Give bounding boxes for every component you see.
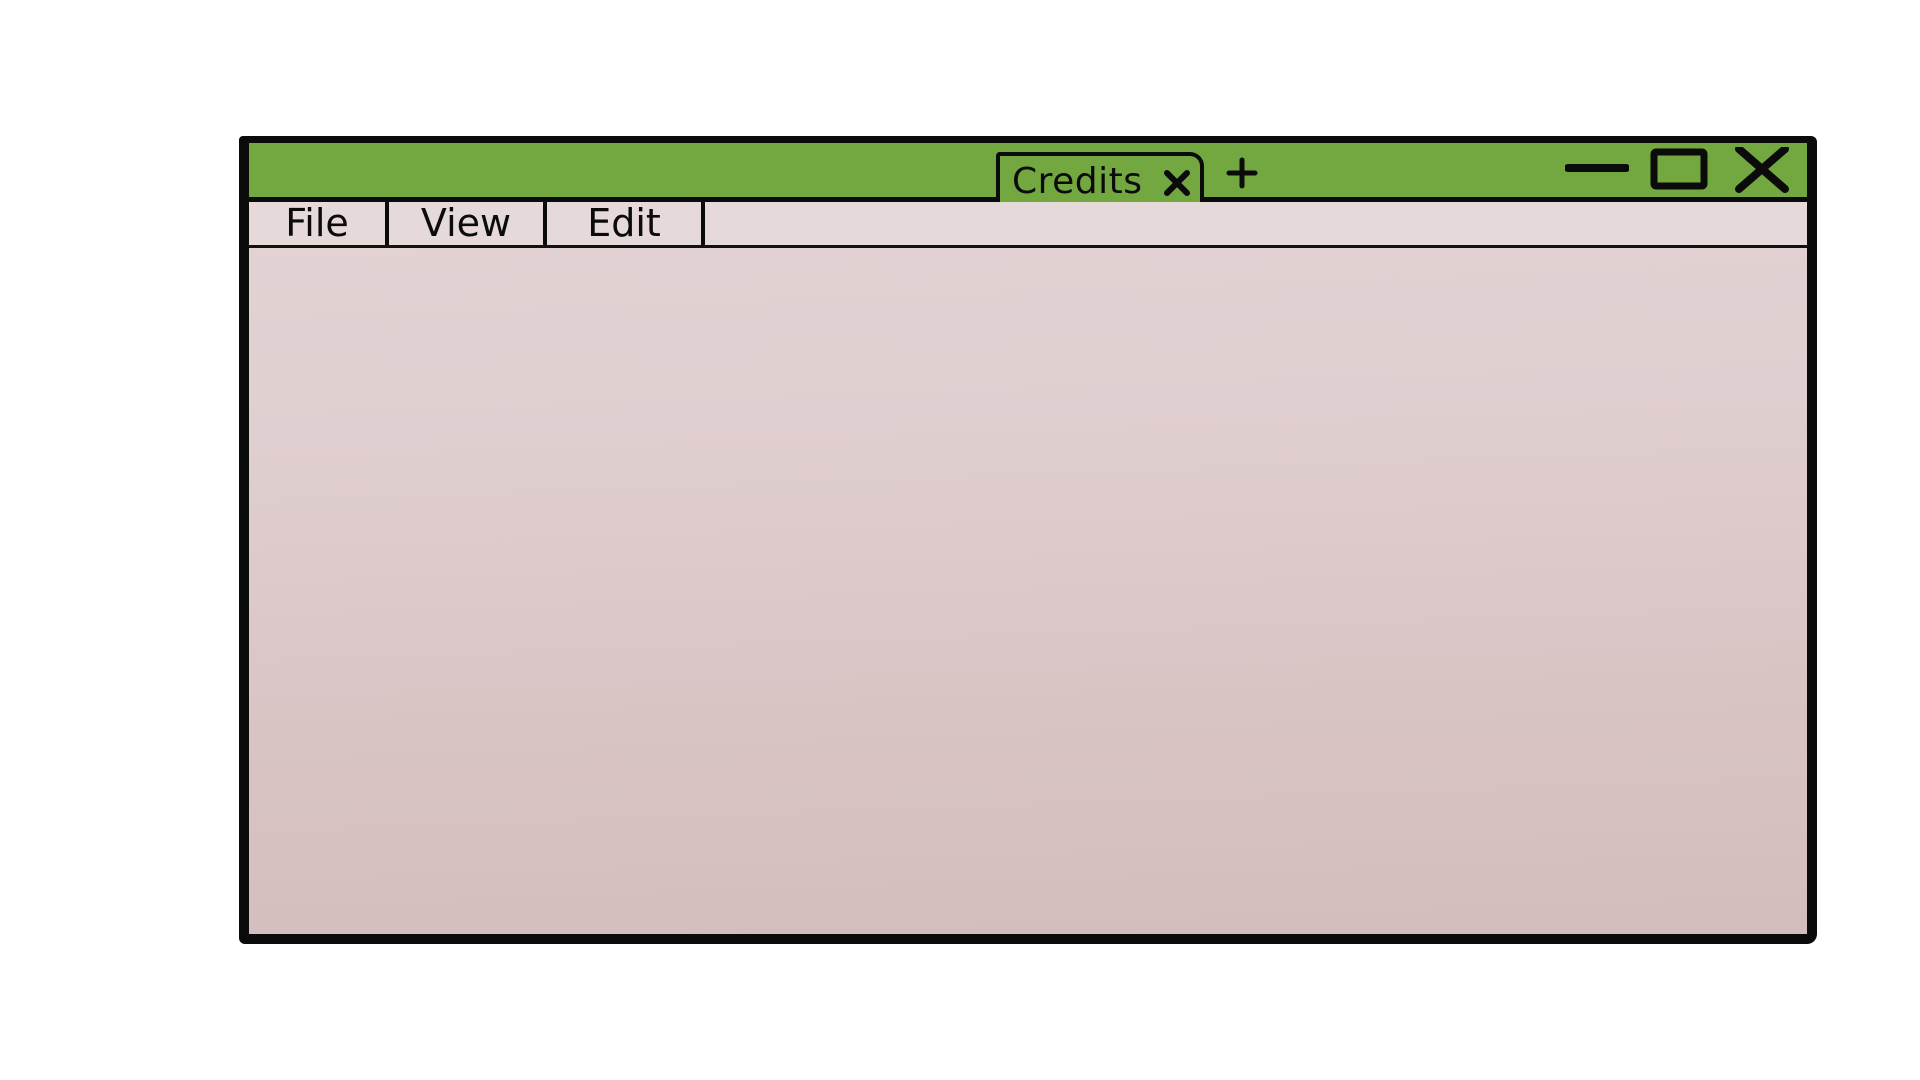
plus-icon[interactable] bbox=[1225, 156, 1259, 190]
tab-credits[interactable]: Credits bbox=[996, 152, 1204, 202]
tab-label: Credits bbox=[1012, 161, 1143, 202]
menu-item-view[interactable]: View bbox=[389, 202, 547, 245]
app-window: Credits File View Edit bbox=[239, 136, 1817, 944]
maximize-icon[interactable] bbox=[1649, 147, 1709, 193]
tab-close-icon[interactable] bbox=[1163, 169, 1191, 197]
title-bar[interactable]: Credits bbox=[249, 143, 1807, 202]
minimize-icon[interactable] bbox=[1565, 147, 1629, 193]
menu-item-edit[interactable]: Edit bbox=[547, 202, 705, 245]
menu-bar: File View Edit bbox=[249, 202, 1807, 248]
menu-item-file[interactable]: File bbox=[249, 202, 389, 245]
close-icon[interactable] bbox=[1733, 147, 1791, 193]
content-area bbox=[249, 248, 1807, 934]
